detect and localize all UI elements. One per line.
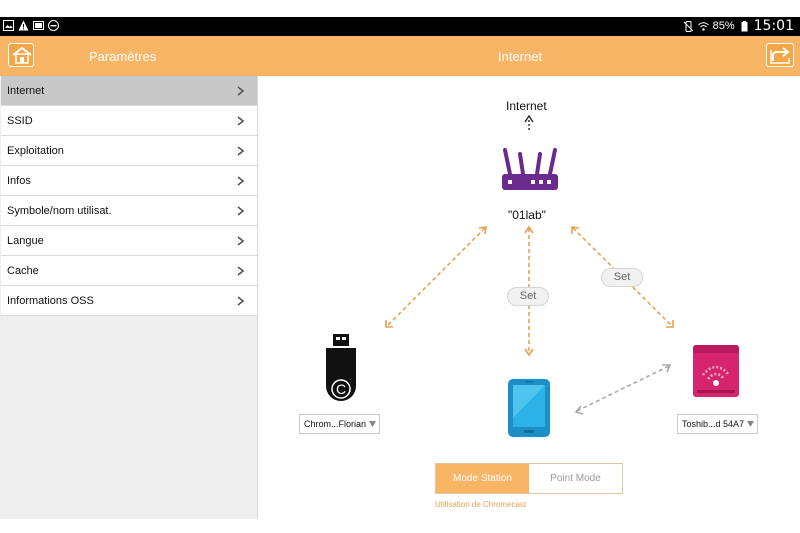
chromecast-logo: C (336, 381, 346, 397)
image-icon (33, 21, 44, 30)
chromecast-select[interactable]: Chrom...Florian (299, 414, 380, 434)
home-button[interactable] (8, 43, 34, 67)
sidebar-item-language[interactable]: Langue (1, 226, 257, 256)
router-ssid-label: "01lab" (508, 208, 546, 222)
chevron-right-icon (237, 86, 245, 96)
link-router-chromecast (385, 226, 487, 328)
sidebar-item-label: Exploitation (7, 145, 64, 157)
sidebar-item-oss-info[interactable]: Informations OSS (1, 286, 257, 316)
battery-icon (741, 20, 748, 31)
chevron-right-icon (237, 176, 245, 186)
link-phone-printer (574, 364, 672, 415)
chevron-right-icon (237, 236, 245, 246)
home-icon (12, 46, 32, 64)
settings-menu: Internet SSID Exploitation Infos Symbole… (1, 76, 257, 316)
mode-toggle: Mode Station Point Mode (435, 463, 623, 494)
sidebar-item-internet[interactable]: Internet (1, 76, 257, 106)
link-router-printer (571, 226, 674, 328)
chevron-right-icon (237, 266, 245, 276)
sidebar-item-label: Langue (7, 235, 44, 247)
page-title: Internet (498, 49, 543, 64)
sidebar-item-user-name[interactable]: Symbole/nom utilisat. (1, 196, 257, 226)
chevron-right-icon (237, 206, 245, 216)
dropdown-arrow-icon (747, 421, 754, 427)
connection-lines (385, 114, 674, 415)
sidebar: Internet SSID Exploitation Infos Symbole… (0, 76, 258, 519)
sidebar-item-ssid[interactable]: SSID (1, 106, 257, 136)
warning-icon (18, 20, 29, 31)
status-right-icons: 85% 15:01 (683, 18, 794, 34)
set-button-phone[interactable]: Set (507, 287, 549, 306)
mode-station-button[interactable]: Mode Station (436, 464, 529, 493)
internet-label: Internet (506, 99, 547, 113)
printer-icon[interactable] (691, 343, 741, 399)
status-left-icons (3, 20, 59, 31)
chevron-right-icon (237, 116, 245, 126)
minus-circle-icon (48, 20, 59, 31)
sidebar-item-cache[interactable]: Cache (1, 256, 257, 286)
printer-select[interactable]: Toshib...d 54A7 (677, 414, 758, 434)
sidebar-item-label: Cache (7, 265, 39, 277)
sidebar-item-label: Informations OSS (7, 295, 94, 307)
battery-percent: 85% (712, 20, 735, 32)
sidebar-item-label: SSID (7, 115, 33, 127)
chromecast-select-value: Chrom...Florian (304, 419, 367, 429)
internet-link (524, 114, 534, 130)
dropdown-arrow-icon (369, 421, 376, 427)
sidebar-item-exploitation[interactable]: Exploitation (1, 136, 257, 166)
settings-title: Paramètres (89, 49, 157, 64)
status-bar: 85% 15:01 (0, 17, 800, 36)
mute-icon (683, 20, 693, 32)
sidebar-item-label: Internet (7, 85, 45, 97)
point-mode-button[interactable]: Point Mode (529, 464, 622, 493)
network-diagram-panel: Internet "01lab" Set Set C Chrom...Flori… (259, 76, 800, 519)
chevron-right-icon (237, 296, 245, 306)
clock: 15:01 (753, 18, 794, 34)
chromecast-icon[interactable]: C (322, 334, 360, 404)
action-bar: Paramètres Internet (0, 36, 800, 76)
chromecast-usage-link[interactable]: Utilisation de Chromecast (435, 500, 527, 509)
chevron-right-icon (237, 146, 245, 156)
phone-icon[interactable] (507, 378, 551, 438)
printer-select-value: Toshib...d 54A7 (682, 419, 745, 429)
share-icon (770, 47, 790, 64)
set-button-printer[interactable]: Set (601, 268, 643, 287)
share-button[interactable] (766, 43, 794, 67)
sidebar-item-label: Infos (7, 175, 31, 187)
router-icon[interactable] (501, 148, 559, 192)
sidebar-item-label: Symbole/nom utilisat. (7, 205, 112, 217)
wifi-icon (697, 21, 709, 31)
sidebar-item-infos[interactable]: Infos (1, 166, 257, 196)
gallery-icon (3, 20, 14, 31)
